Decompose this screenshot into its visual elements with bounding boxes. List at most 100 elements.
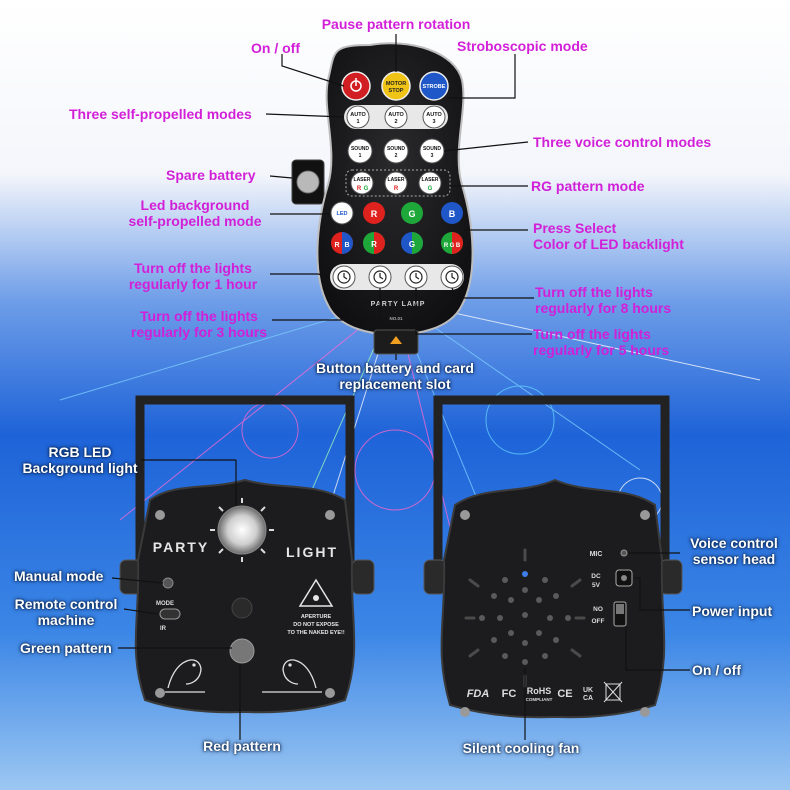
color-rb-b: B (344, 242, 349, 249)
strobe-button[interactable]: STROBE (419, 71, 449, 101)
cert-fc: FC (502, 688, 517, 700)
label-timer-1h-2: regularly for 1 hour (128, 276, 258, 292)
timer-1h-button[interactable] (332, 265, 356, 289)
label-green-pattern: Green pattern (20, 640, 112, 656)
color-rg-button[interactable]: R (363, 232, 385, 254)
led-row: LED R G B (330, 201, 463, 225)
laser-r-button[interactable]: LASER R (384, 171, 408, 195)
remote-model: NO.01 (389, 316, 403, 321)
back-knob-left (423, 559, 447, 595)
color-rgb-button[interactable]: R G B (441, 232, 463, 254)
timer-8h-button[interactable] (440, 265, 464, 289)
seal-illustration-left (165, 659, 205, 693)
color-rb-button[interactable]: R B (331, 232, 353, 254)
label-timer-1h-1: Turn off the lights (134, 260, 252, 276)
label-timer-8h-2: regularly for 8 hours (535, 300, 672, 316)
label-rg-pattern: RG pattern mode (531, 178, 645, 194)
mic-label: MIC (590, 551, 603, 558)
label-timer-3h-2: regularly for 3 hours (130, 324, 268, 340)
front-bracket (135, 395, 355, 568)
off-label: OFF (592, 618, 605, 625)
label-strobe: Stroboscopic mode (457, 38, 588, 54)
green-pattern-aperture (231, 597, 253, 619)
rgb-led-dome (217, 505, 267, 555)
mode-switch-label: MODE (156, 601, 174, 607)
color-mix-row: R B R G R G B (331, 232, 463, 254)
laser-row: LASER R G LASER R LASER G (345, 169, 451, 197)
label-timer-5h-1: Turn off the lights (533, 326, 651, 342)
back-unit: MIC DC 5V NO OFF FDA FC RoHS COMPLIANT C… (423, 395, 683, 719)
led-mode-button[interactable]: LED (330, 201, 354, 225)
back-knob-right (659, 559, 683, 595)
mode-ir-switch[interactable] (159, 608, 181, 620)
label-voice-sensor-2: sensor head (692, 551, 776, 567)
warning-line-2: DO NOT EXPOSE (293, 622, 339, 628)
sound-3-button[interactable]: SOUND 3 (419, 138, 445, 164)
led-rays (210, 498, 274, 562)
no-label: NO (593, 606, 603, 613)
sound-2-number: 2 (395, 153, 398, 159)
led-red-button[interactable]: R (363, 202, 385, 224)
strobe-label: STROBE (423, 84, 446, 90)
label-spare-battery: Spare battery (166, 167, 256, 183)
color-gb-g: G (409, 240, 415, 249)
cert-ca: CA (583, 695, 593, 702)
label-voice-control: Three voice control modes (533, 134, 712, 150)
laser-r-label: LASER (388, 177, 405, 183)
sound-3-label: SOUND (423, 146, 441, 152)
warning-line-1: APERTURE (301, 614, 332, 620)
label-press-select-1: Press Select (533, 220, 617, 236)
auto-3-button[interactable]: AUTO 3 (422, 105, 446, 129)
back-callout-lines (524, 552, 690, 740)
spare-battery (296, 170, 320, 194)
battery-slot-arrow-icon (390, 336, 402, 344)
sound-1-label: SOUND (351, 146, 369, 152)
label-on-off: On / off (251, 40, 300, 56)
certification-marks: FDA FC RoHS COMPLIANT CE UK CA (467, 681, 623, 703)
label-pause-rotation: Pause pattern rotation (321, 16, 471, 32)
label-cooling-fan: Silent cooling fan (462, 740, 580, 756)
sound-2-button[interactable]: SOUND 2 (383, 138, 409, 164)
remote-control: MOTOR STOP STROBE AUTO 1 AUTO 2 AUTO 3 (291, 42, 474, 355)
label-rgb-led-1: RGB LED (48, 444, 112, 460)
label-led-bg-1: Led background (140, 197, 250, 213)
label-timer-3h-1: Turn off the lights (140, 308, 258, 324)
dc-label-2: 5V (592, 582, 601, 589)
laser-g-button[interactable]: LASER G (418, 171, 442, 195)
label-led-bg-2: self-propelled mode (128, 213, 262, 229)
timer-3h-button[interactable] (368, 265, 392, 289)
led-mode-label: LED (337, 211, 348, 217)
auto-2-number: 2 (394, 119, 397, 125)
timer-5h-button[interactable] (404, 265, 428, 289)
label-red-pattern: Red pattern (203, 738, 281, 754)
auto-2-button[interactable]: AUTO 2 (384, 105, 408, 129)
motor-stop-button[interactable]: MOTOR STOP (381, 71, 411, 101)
sound-1-button[interactable]: SOUND 1 (347, 138, 373, 164)
auto-1-button[interactable]: AUTO 1 (346, 105, 370, 129)
sound-2-label: SOUND (387, 146, 405, 152)
led-green-button[interactable]: G (401, 202, 423, 224)
laser-red-button[interactable]: LASER R G (350, 171, 374, 195)
led-blue-letter: B (449, 209, 456, 219)
manual-mode-button[interactable] (162, 577, 174, 589)
laser-g-letter: G (428, 186, 433, 192)
motor-stop-label-1: MOTOR (386, 81, 406, 87)
label-remote-2: machine (37, 612, 95, 628)
front-screws (155, 510, 335, 698)
timer-row (330, 264, 464, 290)
sound-row: SOUND 1 SOUND 2 SOUND 3 (347, 138, 445, 164)
laser-red-r: R (357, 186, 362, 192)
auto-3-label: AUTO (426, 112, 442, 118)
color-rb-r: R (334, 242, 339, 249)
cert-rohs: RoHS (527, 686, 552, 696)
seal-illustration-right (262, 659, 322, 693)
led-green-letter: G (408, 209, 415, 219)
led-blue-button[interactable]: B (441, 202, 463, 224)
label-voice-sensor-1: Voice control (690, 535, 778, 551)
auto-2-label: AUTO (388, 112, 404, 118)
back-screws (460, 510, 650, 717)
front-body (134, 478, 356, 714)
color-gb-button[interactable]: G (401, 232, 423, 254)
remote-brand: PARTY LAMP (371, 301, 426, 308)
power-button[interactable] (341, 71, 371, 101)
